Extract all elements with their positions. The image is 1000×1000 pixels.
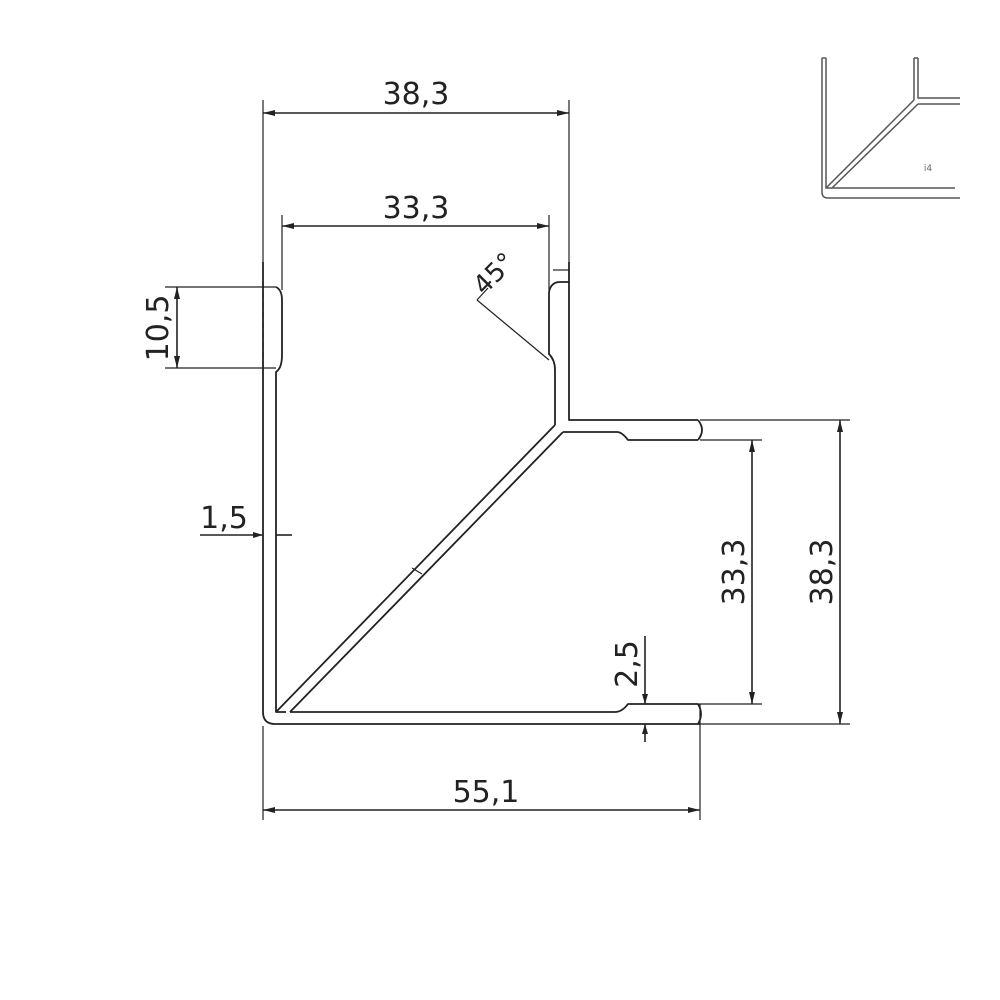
arrow-top xyxy=(174,287,180,299)
arrow-top xyxy=(749,440,755,452)
profile-outline xyxy=(262,262,703,725)
dim-label-left-notch: 10,5 xyxy=(141,295,176,362)
thumb-diagonal-2 xyxy=(831,103,919,189)
upright-inner-path xyxy=(548,281,569,425)
arrow-bottom xyxy=(642,724,648,734)
dim-right-outer: 38,3 xyxy=(700,419,850,725)
arrow-left xyxy=(282,223,294,229)
diagonal-kink xyxy=(411,567,423,575)
top-arm-lip-end xyxy=(697,419,703,441)
dim-label-bottom: 55,1 xyxy=(453,775,520,810)
arrow-left xyxy=(253,532,263,538)
bottom-lip-end xyxy=(697,703,702,725)
arrow-left xyxy=(263,807,275,813)
thumb-diagonal-1 xyxy=(825,99,915,189)
arrow-bottom xyxy=(749,692,755,704)
top-arm-inner-path xyxy=(563,431,698,441)
dim-label-wall-thickness: 1,5 xyxy=(200,501,248,536)
dim-label-right-outer: 38,3 xyxy=(805,539,840,606)
dim-label-top-outer: 38,3 xyxy=(383,77,450,112)
thumb-inner-left xyxy=(825,58,955,189)
outer-wall-path xyxy=(262,262,700,725)
dim-label-angle: 45° xyxy=(468,247,522,301)
angle-tick xyxy=(476,287,489,301)
dim-wall-thickness: 1,5 xyxy=(200,501,292,538)
dim-label-lip-height: 2,5 xyxy=(610,640,645,688)
dim-top-outer: 38,3 xyxy=(262,77,570,262)
diagonal-inner-path xyxy=(289,431,564,713)
dim-lip-height: 2,5 xyxy=(610,636,648,742)
arrow-bottom xyxy=(174,356,180,368)
dim-bottom: 55,1 xyxy=(262,704,701,820)
angle-leader xyxy=(476,299,550,361)
dim-left-notch: 10,5 xyxy=(141,286,276,369)
thumb-label: i4 xyxy=(924,164,933,174)
dim-top-inner: 33,3 xyxy=(281,191,550,290)
arrow-right xyxy=(688,807,700,813)
diagonal-outer-path xyxy=(275,424,556,713)
arrow-top xyxy=(642,694,648,704)
upright-outer-path xyxy=(568,262,698,421)
dim-right-inner: 33,3 xyxy=(698,439,762,705)
thumb-upright xyxy=(913,58,960,105)
dim-angle: 45° xyxy=(468,247,569,361)
dim-label-top-inner: 33,3 xyxy=(383,191,450,226)
profile-thumbnail: i4 xyxy=(821,57,960,199)
inner-bottom-path xyxy=(290,703,698,713)
arrow-right xyxy=(537,223,549,229)
arrow-top xyxy=(837,420,843,432)
arrow-left xyxy=(263,110,275,116)
arrow-bottom xyxy=(837,712,843,724)
dim-label-right-inner: 33,3 xyxy=(717,539,752,606)
inner-left-wall-path xyxy=(275,286,286,713)
arrow-right xyxy=(557,110,569,116)
thumb-outer xyxy=(821,58,960,199)
